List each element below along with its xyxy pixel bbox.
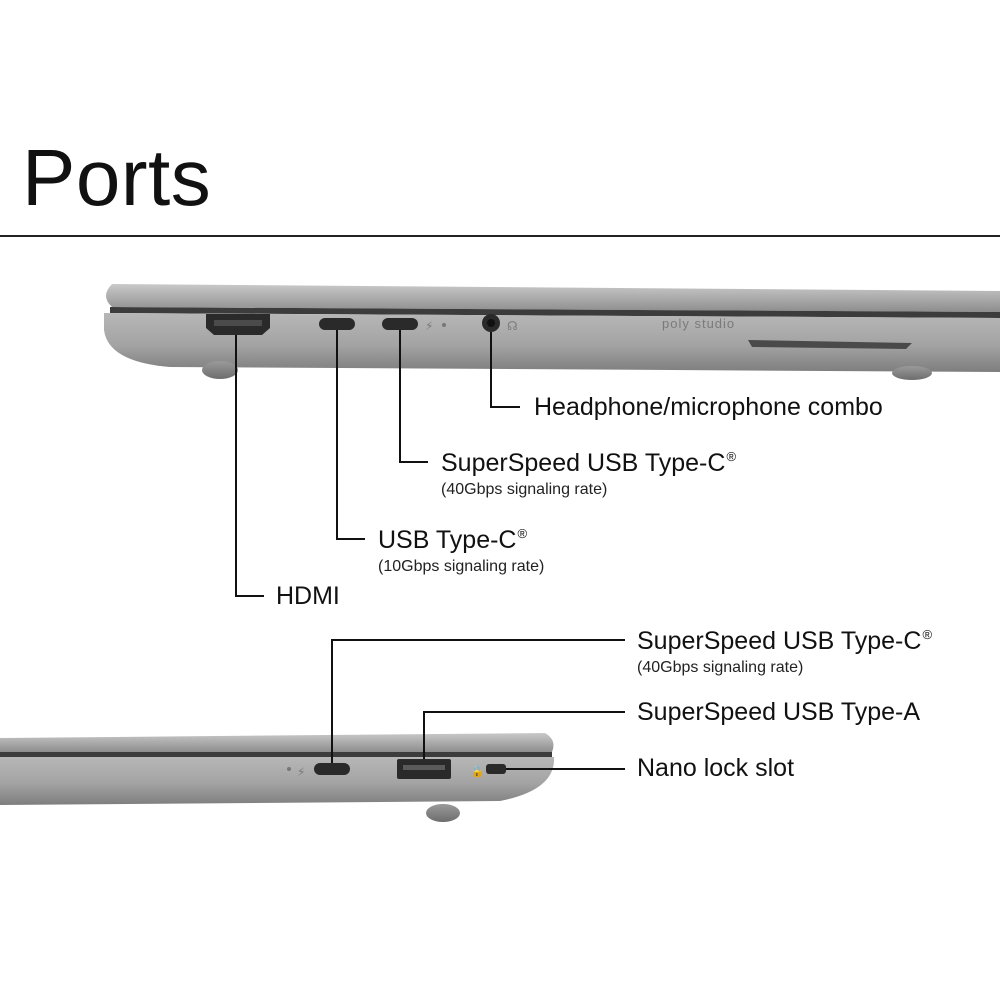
base-edge bbox=[0, 757, 555, 805]
callout-label-nano-lock: Nano lock slot bbox=[637, 756, 794, 781]
callout-line-usbc-40-right bbox=[331, 639, 625, 763]
callout-label-usbc-40-right: SuperSpeed USB Type-C® bbox=[637, 628, 932, 654]
lid-edge bbox=[106, 284, 1000, 312]
audio-jack-inner bbox=[487, 319, 495, 327]
headset-icon: ☊ bbox=[507, 319, 518, 333]
callout-sublabel-usbc-40-left: (40Gbps signaling rate) bbox=[441, 481, 608, 498]
callout-label-usbc-10: USB Type-C® bbox=[378, 527, 527, 553]
laptop-left-side: poly studio ⚡ ☊ bbox=[104, 284, 1000, 380]
callout-text: HDMI bbox=[276, 582, 340, 610]
callout-lines-left bbox=[235, 330, 520, 597]
hinge-gap bbox=[110, 307, 1000, 318]
callout-lines-right bbox=[331, 639, 625, 770]
rubber-foot bbox=[892, 366, 932, 380]
usb-c-port bbox=[382, 318, 418, 330]
callout-text: SuperSpeed USB Type-C bbox=[637, 627, 922, 655]
registered-mark: ® bbox=[517, 526, 528, 541]
callout-label-headphone: Headphone/microphone combo bbox=[534, 395, 883, 420]
laptop-right-side: ⚡ 🔒 bbox=[0, 733, 555, 822]
rubber-foot bbox=[202, 361, 238, 379]
registered-mark: ® bbox=[726, 449, 737, 464]
lock-icon: 🔒 bbox=[470, 765, 484, 778]
callout-text: Nano lock slot bbox=[637, 754, 795, 782]
callout-text: USB Type-C bbox=[378, 526, 517, 554]
callout-line-usbc-10 bbox=[336, 330, 365, 540]
keyboard-slot bbox=[748, 340, 912, 349]
page-title: Ports bbox=[22, 133, 212, 222]
thunderbolt-icon: ⚡ bbox=[297, 765, 305, 779]
callout-line-usbc-40 bbox=[399, 330, 428, 463]
usb-c-port bbox=[314, 763, 350, 775]
callout-line-headphone bbox=[490, 332, 520, 408]
callout-sublabel-usbc-40-right: (40Gbps signaling rate) bbox=[637, 659, 804, 676]
usb-a-port-tongue bbox=[403, 765, 445, 770]
callout-label-hdmi: HDMI bbox=[276, 584, 340, 609]
hdmi-port-inner bbox=[214, 320, 262, 326]
lid-edge bbox=[0, 733, 554, 752]
title-divider bbox=[0, 235, 1000, 237]
thunderbolt-icon: ⚡ bbox=[425, 319, 433, 333]
usb-c-port bbox=[319, 318, 355, 330]
callout-text: SuperSpeed USB Type-A bbox=[637, 698, 921, 726]
status-led-icon bbox=[442, 323, 446, 327]
callout-text: SuperSpeed USB Type-C bbox=[441, 449, 726, 477]
callout-text: Headphone/microphone combo bbox=[534, 393, 883, 421]
registered-mark: ® bbox=[922, 627, 933, 642]
brand-text: poly studio bbox=[662, 316, 735, 331]
callout-label-usba: SuperSpeed USB Type-A bbox=[637, 700, 920, 725]
callout-label-usbc-40-left: SuperSpeed USB Type-C® bbox=[441, 450, 736, 476]
rubber-foot bbox=[426, 804, 460, 822]
callout-line-hdmi bbox=[235, 335, 264, 597]
status-led-icon bbox=[287, 767, 291, 771]
nano-lock-slot bbox=[486, 764, 506, 774]
hinge-gap bbox=[0, 752, 552, 757]
callout-line-usba bbox=[423, 711, 625, 759]
callout-sublabel-usbc-10: (10Gbps signaling rate) bbox=[378, 558, 545, 575]
